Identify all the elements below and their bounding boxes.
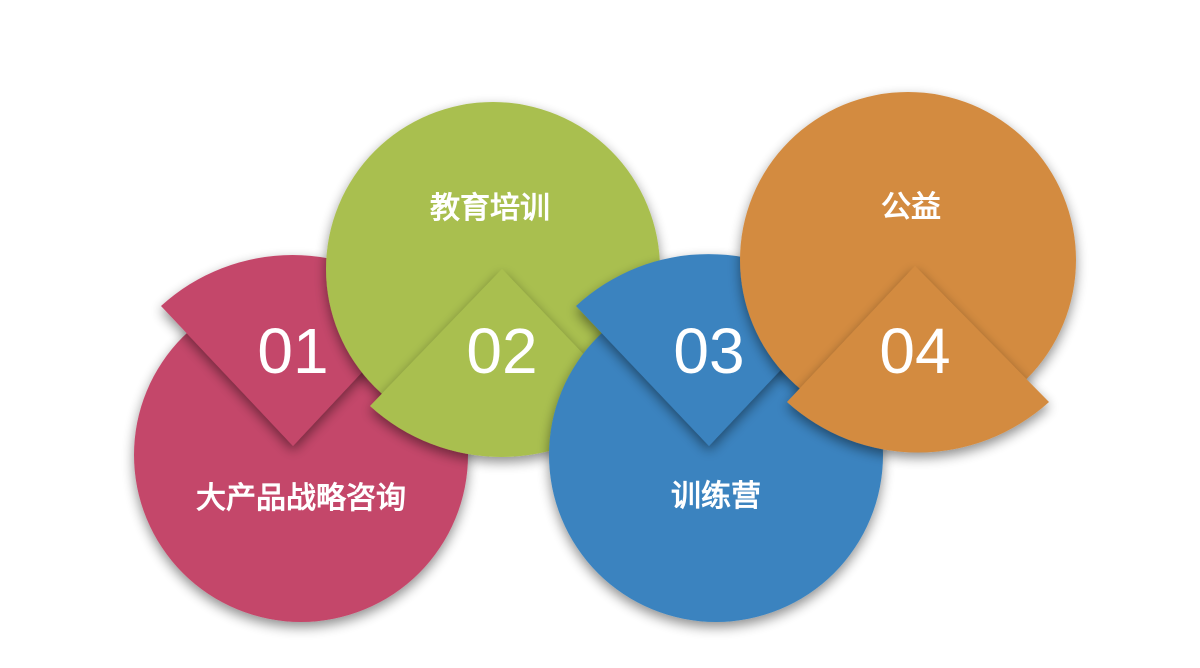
item-1-label: 大产品战略咨询 xyxy=(196,481,406,516)
item-4-circle xyxy=(740,92,1076,428)
item-4-number: 04 xyxy=(879,315,950,387)
item-4-label: 公益 xyxy=(881,190,941,225)
item-2-number: 02 xyxy=(466,315,537,387)
item-4: 公益 04 xyxy=(740,92,1076,453)
item-3-number: 03 xyxy=(673,315,744,387)
item-4-wedge xyxy=(787,266,1049,453)
item-1-number: 01 xyxy=(257,315,328,387)
item-3-label: 训练营 xyxy=(671,479,761,514)
item-2-label: 教育培训 xyxy=(430,191,550,226)
